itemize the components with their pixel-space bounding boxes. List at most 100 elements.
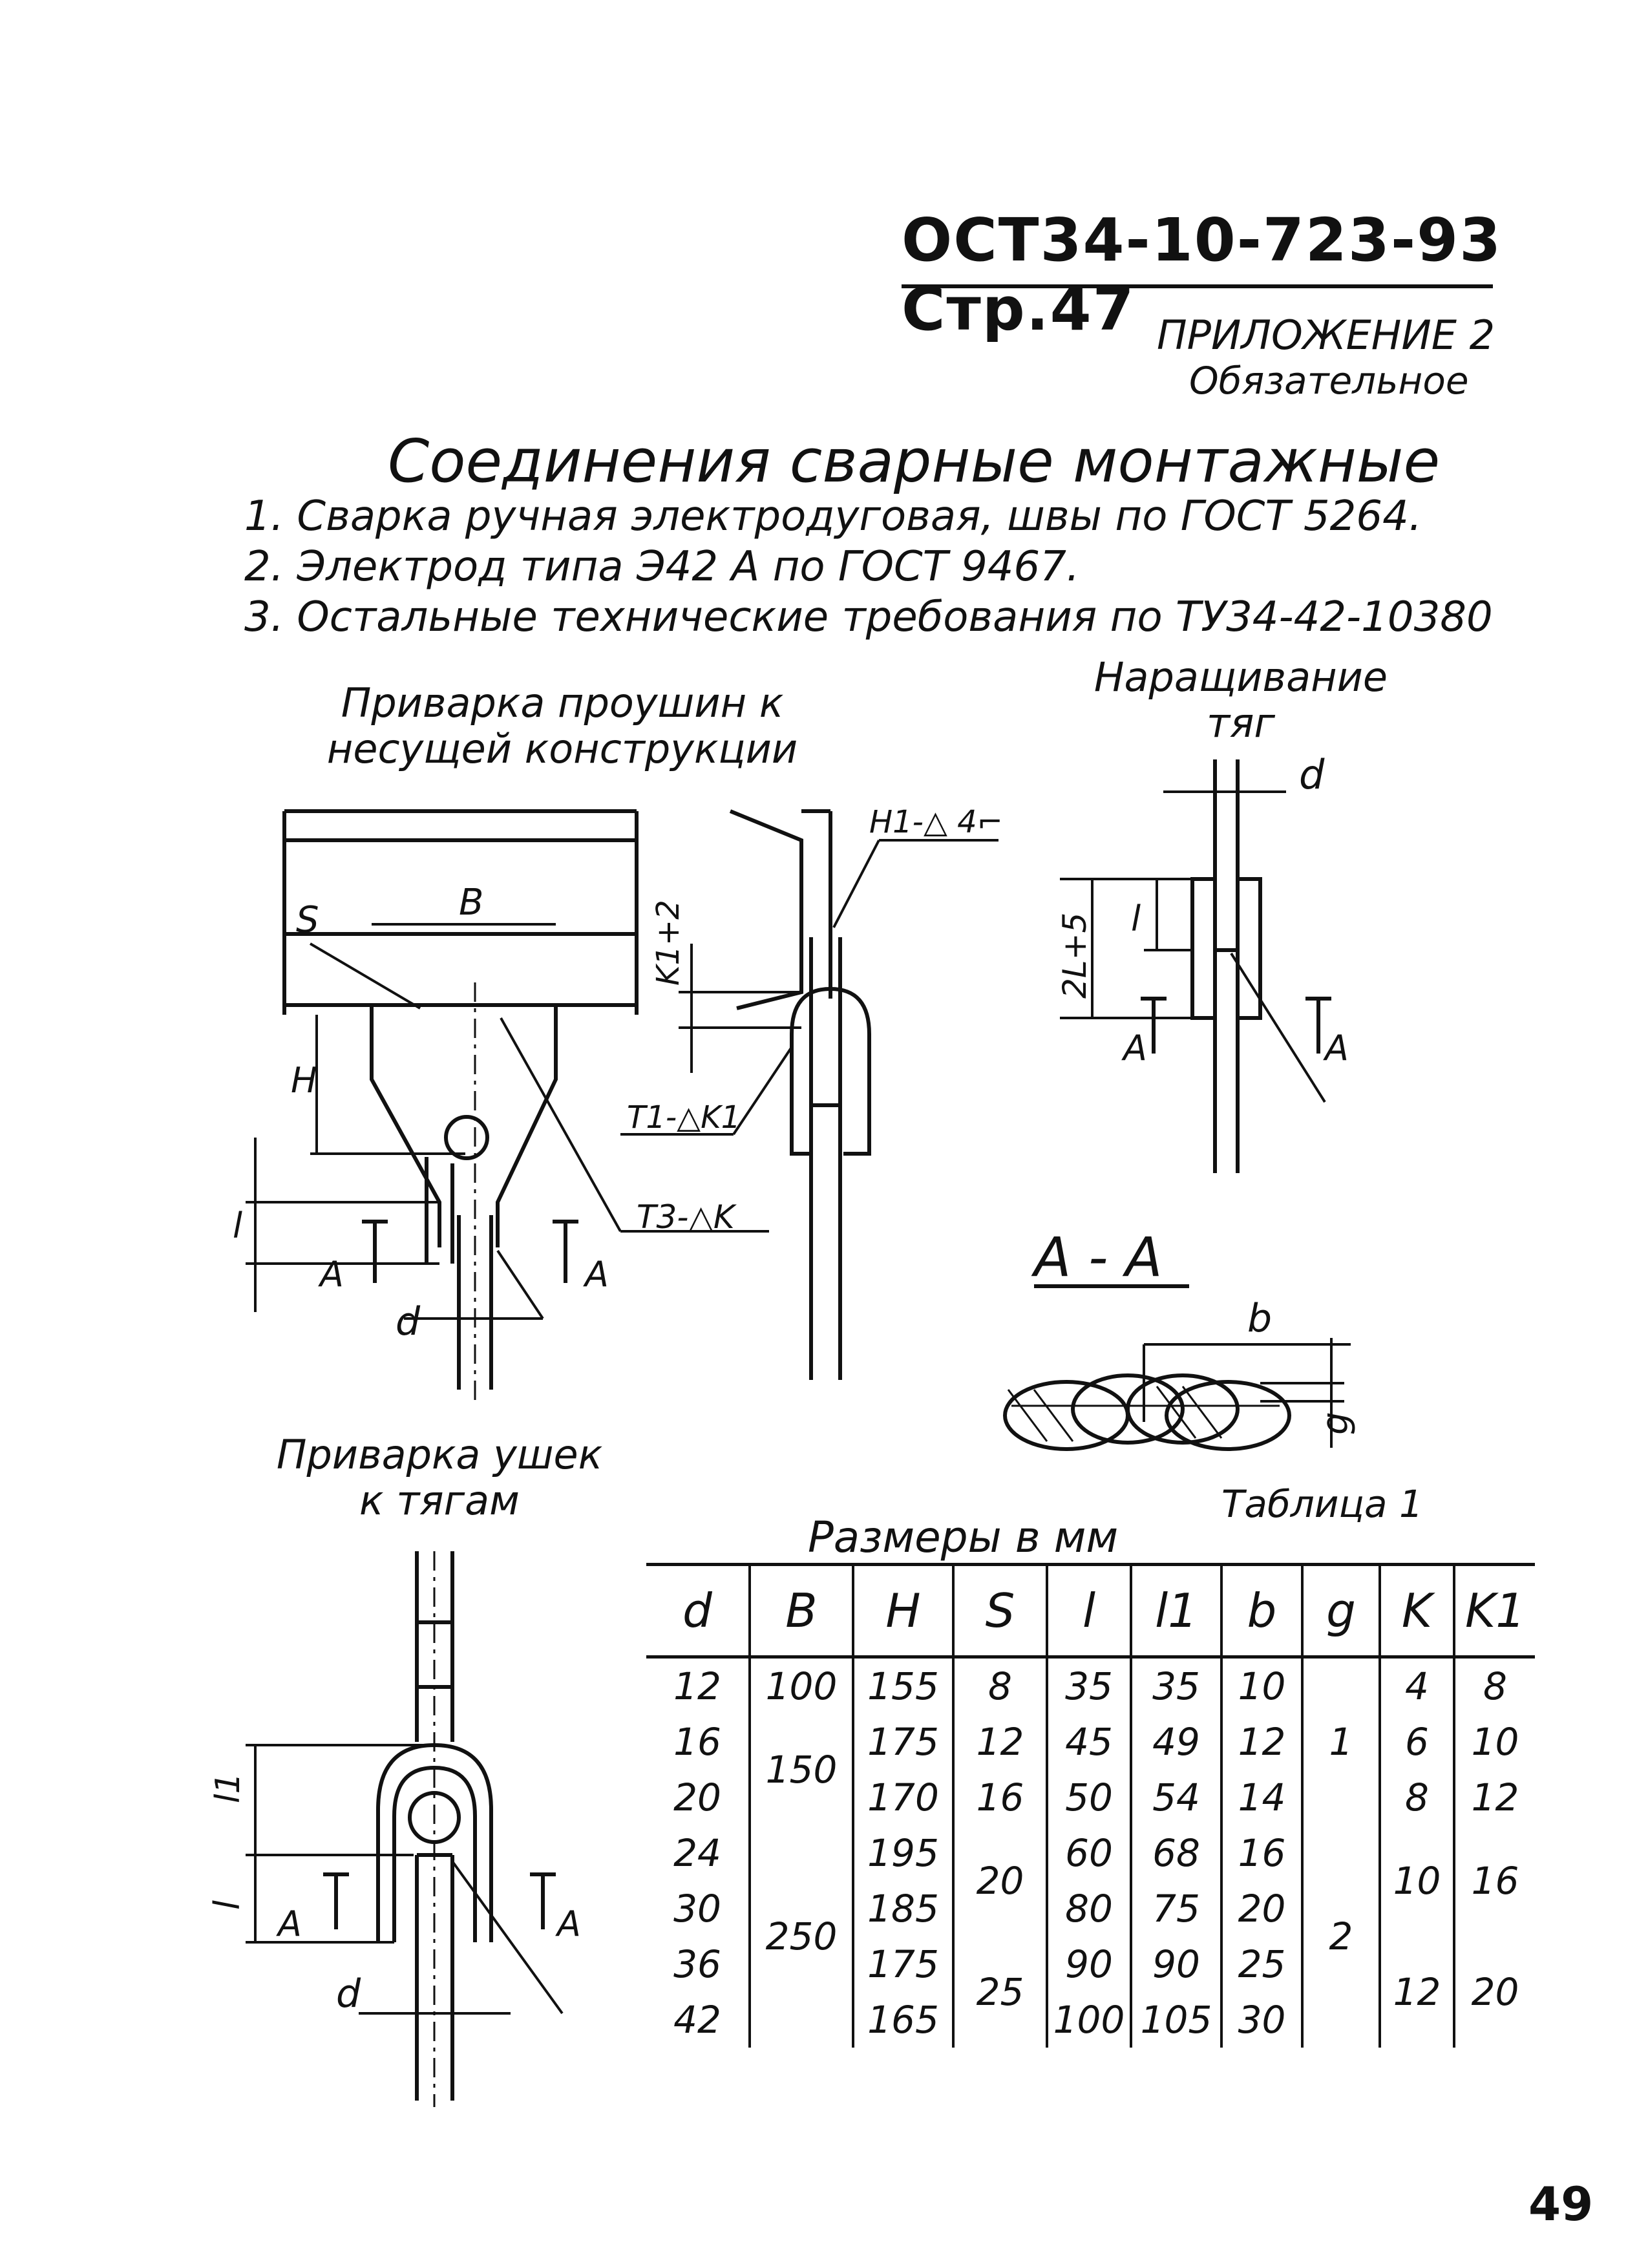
label-l-rod: l: [1131, 898, 1141, 939]
label-d-ear: d: [336, 1971, 361, 2017]
col-d: d: [682, 1584, 712, 1638]
col-k1: K1: [1453, 1564, 1535, 1657]
dimensions-table: d B H S l l1 b g K K1 12 100 155 8 35 35…: [646, 1563, 1535, 2048]
cell-h: 170: [852, 1770, 953, 1825]
table-row: 16 150 175 12 45 49 12 6 10: [646, 1714, 1535, 1825]
col-s: S: [952, 1564, 1047, 1657]
label-l1: l1: [209, 1772, 248, 1803]
cell-l1: 105: [1130, 1992, 1221, 2048]
cell-l1: 49: [1130, 1714, 1221, 1770]
label-d: d: [396, 1299, 421, 1344]
cell-g: 1: [1301, 1657, 1380, 1825]
label-b-upper: B: [459, 882, 483, 924]
cell-l1: 75: [1130, 1881, 1221, 1936]
cell-s: 20: [952, 1825, 1047, 1936]
col-h: H: [852, 1564, 953, 1657]
cell-k: 8: [1379, 1770, 1454, 1825]
col-k: K: [1379, 1564, 1454, 1657]
cell-k: 4: [1379, 1657, 1454, 1714]
cell-l: 60: [1046, 1825, 1131, 1881]
col-l1: l1: [1130, 1564, 1221, 1657]
table-reference: Таблица 1: [1221, 1482, 1423, 1526]
label-weld-h1: Н1-△ 4⌐: [869, 804, 1003, 840]
label-b-section: b: [1247, 1296, 1272, 1341]
caption-rod-extension: Наращивание тяг: [1093, 653, 1388, 747]
table-row: 30 185 80 75 20: [646, 1881, 1535, 1936]
cell-b-upper: 250: [748, 1825, 853, 2048]
cell-h: 155: [852, 1657, 953, 1714]
col-l: l: [1046, 1564, 1131, 1657]
cell-l: 45: [1046, 1714, 1131, 1770]
cell-l: 50: [1046, 1770, 1131, 1825]
label-a-left: A: [318, 1254, 344, 1295]
col-b-lower: b: [1220, 1564, 1302, 1657]
cell-k: 12: [1379, 1936, 1454, 2048]
label-a-ear-right: A: [555, 1903, 581, 1944]
cell-l: 80: [1046, 1881, 1131, 1936]
cell-d: 16: [673, 1720, 721, 1764]
cell-l: 90: [1046, 1936, 1131, 1992]
label-a-right: A: [583, 1254, 609, 1295]
cell-d: 36: [673, 1942, 721, 1986]
table-row: 12 100 155 8 35 35 10 1 4 8: [646, 1657, 1535, 1825]
label-weld-t3: Т3-△K: [637, 1198, 737, 1236]
drawing-eye-welding: [246, 809, 769, 1406]
cell-l1: 90: [1130, 1936, 1221, 1992]
cell-l1: 35: [1130, 1657, 1221, 1714]
label-2l-plus5: 2L+5: [1056, 913, 1093, 999]
drawing-side-view: [620, 809, 998, 1380]
page-title: Соединения сварные монтажные: [388, 427, 1441, 496]
cell-b-lower: 14: [1220, 1770, 1302, 1825]
table-row: 36 175 25 90 90 25 12 20: [646, 1936, 1535, 2048]
cell-k1: 8: [1453, 1657, 1535, 1714]
cell-h: 185: [852, 1881, 953, 1936]
cell-b-lower: 30: [1220, 1992, 1302, 2048]
label-g: g: [1315, 1412, 1357, 1435]
document-code-underline: [902, 284, 1493, 288]
page-number: 49: [1528, 2177, 1594, 2231]
cell-s: 25: [952, 1936, 1047, 2048]
label-a-rod-left: A: [1121, 1028, 1147, 1068]
label-a-ear-left: A: [276, 1903, 302, 1944]
cell-b-lower: 25: [1220, 1936, 1302, 1992]
label-s: S: [296, 899, 319, 941]
table-row: 42 165 100 105 30: [646, 1992, 1535, 2048]
label-l-ear: l: [207, 1900, 248, 1910]
col-g: g: [1301, 1564, 1380, 1657]
label-a-rod-right: A: [1323, 1028, 1349, 1068]
cell-d: 24: [673, 1831, 721, 1875]
cell-b-lower: 20: [1220, 1881, 1302, 1936]
cell-k1: 10: [1453, 1714, 1535, 1770]
appendix-label: ПРИЛОЖЕНИЕ 2: [1157, 312, 1495, 359]
drawing-ear-welding: [246, 1551, 564, 2107]
table-row: 20 170 16 50 54 14 8 12: [646, 1770, 1535, 1825]
cell-b-upper: 100: [748, 1657, 853, 1714]
requirement-2: 2. Электрод типа Э42 А по ГОСТ 9467.: [244, 543, 1080, 591]
cell-k1: 12: [1453, 1770, 1535, 1825]
cell-k: 10: [1379, 1825, 1454, 1936]
caption-ear-welding: Приварка ушек к тягам: [276, 1431, 603, 1525]
cell-h: 165: [852, 1992, 953, 2048]
cell-s: 12: [952, 1714, 1047, 1770]
cell-h: 195: [852, 1825, 953, 1881]
cell-d: 30: [673, 1887, 721, 1931]
cell-l1: 54: [1130, 1770, 1221, 1825]
drawing-section-aa: [1003, 1284, 1351, 1451]
caption-section-aa: А - А: [1034, 1225, 1163, 1289]
cell-h: 175: [852, 1936, 953, 1992]
cell-k: 6: [1379, 1714, 1454, 1770]
label-k1-plus2: K1+2: [650, 900, 686, 986]
cell-g: 2: [1301, 1825, 1380, 2048]
requirement-1: 1. Сварка ручная электродуговая, швы по …: [244, 493, 1422, 540]
label-weld-t1: Т1-△K1: [627, 1099, 741, 1136]
requirement-3: 3. Остальные технические требования по Т…: [244, 593, 1493, 641]
label-l: l: [233, 1205, 242, 1246]
label-d-rod: d: [1299, 751, 1325, 798]
drawing-rod-extension: [1060, 759, 1331, 1173]
table-caption: Размеры в мм: [808, 1512, 1119, 1562]
caption-eye-welding: Приварка проушин к несущей конструкции: [326, 679, 798, 773]
cell-b-lower: 10: [1220, 1657, 1302, 1714]
appendix-note: Обязательное: [1189, 359, 1469, 403]
col-b-upper: B: [748, 1564, 853, 1657]
